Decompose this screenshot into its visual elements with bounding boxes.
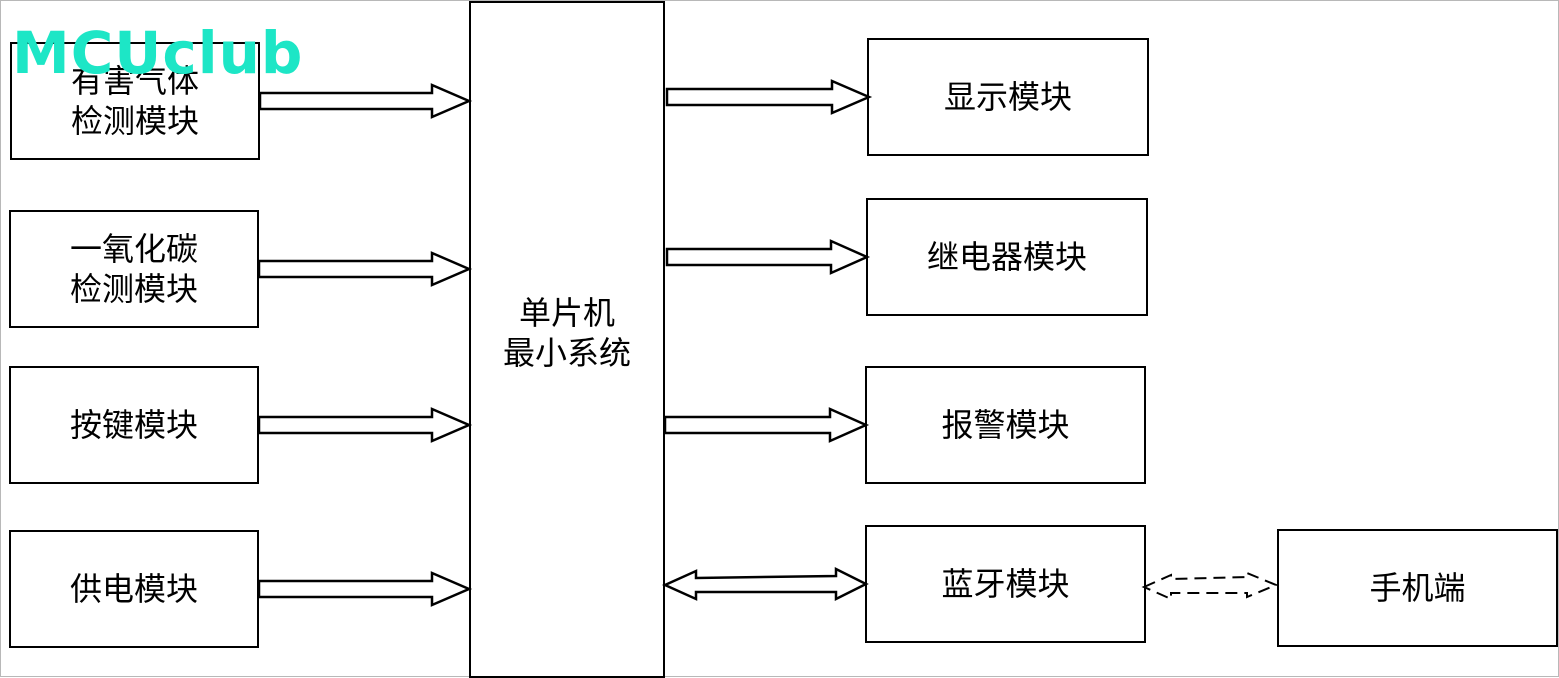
block-label-line2: 最小系统 xyxy=(502,333,631,372)
arrow-mcu-bluetooth-bidirectional xyxy=(661,566,869,602)
block-label-line2: 检测模块 xyxy=(70,102,199,140)
arrow-co-to-mcu xyxy=(257,251,473,287)
harmful-gas-detection-block: 有害气体 检测模块 xyxy=(10,42,260,160)
display-module-block: 显示模块 xyxy=(867,38,1149,156)
block-label-line1: 一氧化碳 xyxy=(69,230,198,268)
arrow-mcu-to-display xyxy=(665,79,873,115)
key-module-block: 按键模块 xyxy=(9,366,259,484)
relay-module-block: 继电器模块 xyxy=(866,198,1148,316)
arrow-bluetooth-phone-wireless xyxy=(1141,571,1279,601)
arrow-power-to-mcu xyxy=(257,571,473,607)
block-label: 显示模块 xyxy=(943,78,1072,116)
alarm-module-block: 报警模块 xyxy=(865,366,1146,484)
block-label-line1: 单片机 xyxy=(518,293,615,332)
phone-block: 手机端 xyxy=(1277,529,1558,647)
watermark-logo: MCUclub xyxy=(12,19,304,87)
bluetooth-module-block: 蓝牙模块 xyxy=(865,525,1146,643)
block-label: 蓝牙模块 xyxy=(941,565,1070,603)
arrow-gas-to-mcu xyxy=(258,83,473,119)
mcu-minimum-system-block: 单片机 最小系统 xyxy=(469,1,665,678)
block-label: 手机端 xyxy=(1369,569,1466,607)
block-label: 报警模块 xyxy=(941,406,1070,444)
arrow-mcu-to-alarm xyxy=(663,407,870,443)
arrow-mcu-to-relay xyxy=(665,239,871,275)
block-label-line1: 有害气体 xyxy=(70,62,199,100)
block-label: 按键模块 xyxy=(69,406,198,444)
power-module-block: 供电模块 xyxy=(9,530,259,648)
block-label: 继电器模块 xyxy=(926,238,1087,276)
arrow-key-to-mcu xyxy=(257,407,473,443)
block-label: 供电模块 xyxy=(69,570,198,608)
block-label-line2: 检测模块 xyxy=(69,270,198,308)
